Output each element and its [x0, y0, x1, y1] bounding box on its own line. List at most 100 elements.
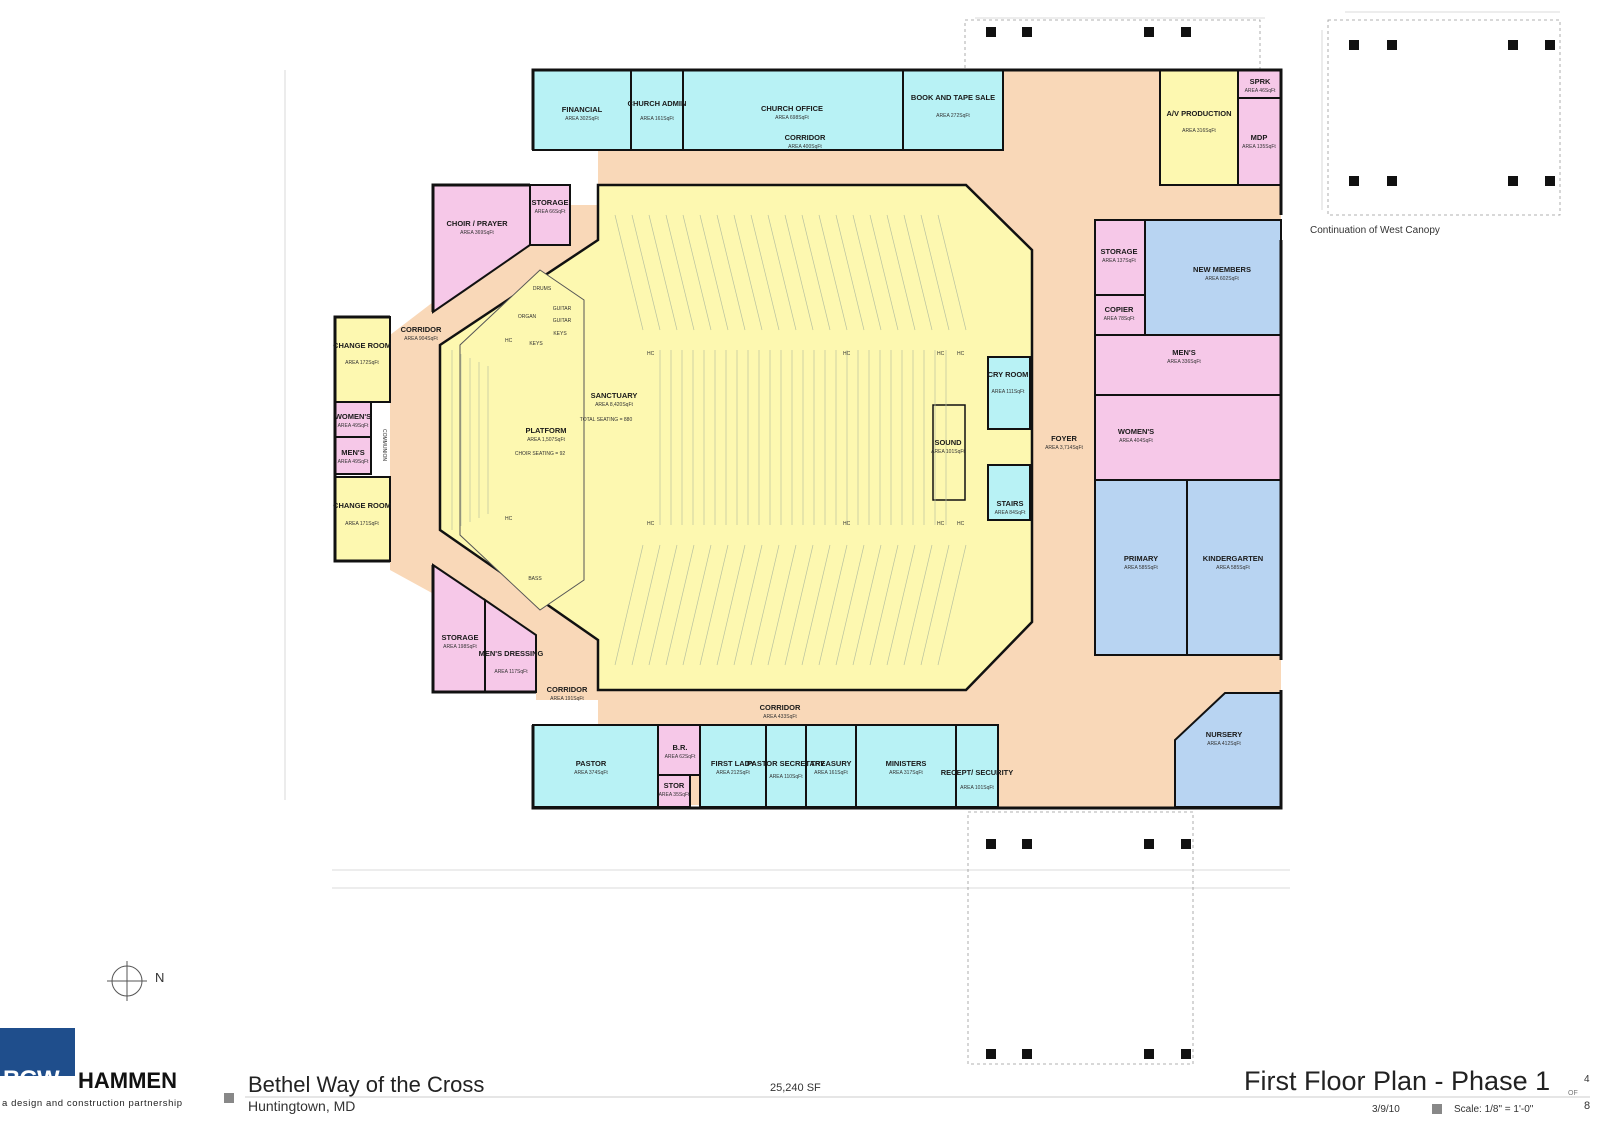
area-first-lady: AREA 212SqFt: [716, 770, 750, 776]
room-church-admin: [630, 69, 684, 151]
room-financial: [532, 69, 632, 151]
hc-marker: HC: [843, 521, 851, 527]
area-financial: AREA 302SqFt: [565, 116, 599, 122]
label-mdp: MDP: [1251, 133, 1268, 142]
seat-row: [920, 544, 950, 666]
label-organ: ORGAN: [518, 314, 537, 320]
firm-tagline: a design and construction partnership: [2, 1098, 183, 1109]
label-stor: STOR: [664, 781, 685, 790]
label-sprk: SPRK: [1250, 77, 1271, 86]
area-mens-small: AREA 49SqFt: [338, 459, 369, 465]
area-br: AREA 62SqFt: [665, 754, 696, 760]
firm-logo-text: BGW: [3, 1066, 60, 1093]
sanctuary-floor: [438, 183, 1034, 692]
label-church-admin: CHURCH ADMIN: [628, 99, 687, 108]
area-womens-small: AREA 49SqFt: [338, 423, 369, 429]
seat-row: [665, 544, 695, 666]
label-corridor-office: CORRIDOR: [785, 133, 826, 142]
seating-sanctuary: TOTAL SEATING = 880: [580, 417, 633, 423]
room-cry-room: [987, 356, 1031, 430]
seat-row: [699, 544, 729, 666]
room-br: [657, 724, 701, 776]
seat-row: [631, 214, 661, 331]
label-br: B.R.: [673, 743, 688, 752]
seat-row: [631, 544, 661, 666]
label-mens-small: MEN'S: [341, 448, 364, 457]
seat-row: [852, 544, 882, 666]
room-stairs: [987, 464, 1031, 521]
area-storage-east: AREA 137SqFt: [1102, 258, 1136, 264]
seat-row: [682, 214, 712, 331]
firm-name: HAMMEN: [78, 1068, 177, 1093]
hc-marker: HC: [937, 351, 945, 357]
label-keys-2: KEYS: [529, 341, 543, 347]
label-womens-large: WOMEN'S: [1118, 427, 1154, 436]
area-pastor-secretary: AREA 110SqFt: [769, 774, 803, 780]
label-choir-prayer: CHOIR / PRAYER: [447, 219, 509, 228]
label-nursery: NURSERY: [1206, 730, 1242, 739]
area-ministers: AREA 317SqFt: [889, 770, 923, 776]
area-sprk: AREA 46SqFt: [1245, 88, 1276, 94]
label-financial: FINANCIAL: [562, 105, 603, 114]
label-drums: DRUMS: [533, 286, 552, 292]
label-foyer: FOYER: [1051, 434, 1077, 443]
platform-floor: [459, 269, 585, 611]
label-book-tape: BOOK AND TAPE SALE: [911, 93, 995, 102]
seat-row: [903, 214, 933, 331]
label-primary: PRIMARY: [1124, 554, 1158, 563]
dimension-lines: [284, 11, 1560, 889]
label-copier: COPIER: [1105, 305, 1134, 314]
seat-row: [937, 214, 967, 331]
label-sanctuary: SANCTUARY: [591, 391, 638, 400]
label-guitar-2: GUITAR: [553, 318, 572, 324]
seat-row: [733, 214, 763, 331]
north-arrow-icon: [107, 961, 147, 1001]
area-mens-dressing: AREA 117SqFt: [494, 669, 528, 675]
room-storage-north: [529, 184, 571, 246]
area-book-tape: AREA 272SqFt: [936, 113, 970, 119]
seat-row: [767, 544, 797, 666]
sheet-title: First Floor Plan - Phase 1: [1244, 1066, 1551, 1096]
project-name: Bethel Way of the Cross: [248, 1072, 485, 1097]
seating-platform: CHOIR SEATING = 92: [515, 451, 566, 457]
area-storage-north: AREA 66SqFt: [535, 209, 566, 215]
seat-row: [750, 214, 780, 331]
seat-row: [869, 214, 899, 331]
sheet-date: 3/9/10: [1372, 1104, 1400, 1115]
label-communion: COMMUNION: [381, 429, 387, 461]
room-copier: [1094, 294, 1146, 336]
area-treasury: AREA 161SqFt: [814, 770, 848, 776]
title-block-square: [224, 1093, 234, 1103]
label-pastor: PASTOR: [576, 759, 607, 768]
label-corridor-south: CORRIDOR: [760, 703, 801, 712]
seat-row: [801, 214, 831, 331]
area-corridor-west: AREA 904SqFt: [404, 336, 438, 342]
seat-row: [665, 214, 695, 331]
seat-row: [818, 214, 848, 331]
label-guitar-1: GUITAR: [553, 306, 572, 312]
label-bass: BASS: [528, 576, 542, 582]
room-labels: FINANCIAL AREA 302SqFt CHURCH ADMIN AREA…: [333, 77, 1276, 798]
sanctuary-seating: [451, 214, 967, 666]
label-treasury: TREASURY: [811, 759, 852, 768]
area-primary: AREA 585SqFt: [1124, 565, 1158, 571]
hc-marker: HC: [647, 351, 655, 357]
seat-row: [784, 544, 814, 666]
seat-row: [614, 214, 644, 331]
seat-row: [750, 544, 780, 666]
label-keys-1: KEYS: [553, 331, 567, 337]
area-mens-large: AREA 336SqFt: [1167, 359, 1201, 365]
seat-row: [699, 214, 729, 331]
room-recept-security: [955, 724, 999, 808]
seat-row: [648, 544, 678, 666]
firm-logo: [0, 1028, 75, 1076]
label-mens-dressing: MEN'S DRESSING: [479, 649, 544, 658]
sheet-of: OF: [1568, 1090, 1578, 1097]
hc-marker: HC: [843, 351, 851, 357]
sheet-scale: Scale: 1/8" = 1'-0": [1454, 1104, 1534, 1115]
area-storage-south: AREA 198SqFt: [443, 644, 477, 650]
canopy-note: Continuation of West Canopy: [1310, 225, 1440, 236]
seat-row: [937, 544, 967, 666]
label-mens-large: MEN'S: [1172, 348, 1195, 357]
